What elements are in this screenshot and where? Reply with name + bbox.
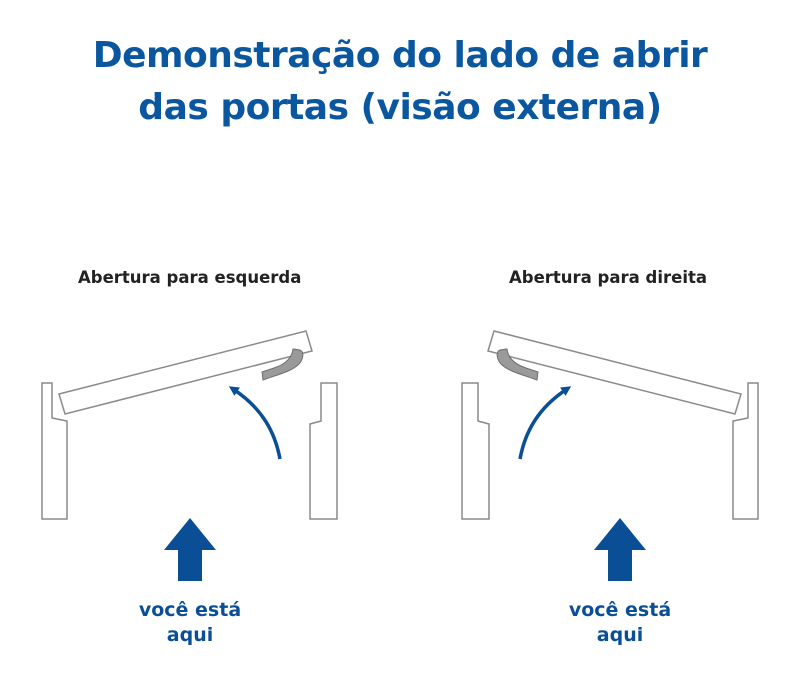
right-you-are-here-label: você está aqui	[520, 598, 720, 648]
left-you-are-here-line-1: você está	[138, 599, 242, 621]
left-panel-label: Abertura para esquerda	[78, 268, 302, 287]
right-door-frame-hinge-jamb	[732, 382, 759, 520]
right-panel-label: Abertura para direita	[509, 268, 707, 287]
left-you-are-here-line-2: aqui	[166, 624, 214, 646]
left-door-frame-strike-jamb	[309, 382, 338, 520]
page-title: Demonstração do lado de abrir das portas…	[0, 30, 800, 134]
left-door-leaf-icon	[58, 330, 313, 415]
left-opening-direction-arrow-icon	[228, 386, 282, 460]
left-door-handle-icon	[261, 348, 304, 381]
left-door-diagram	[41, 330, 338, 581]
title-line-2: das portas (visão externa)	[138, 87, 662, 128]
left-door-frame-hinge-jamb	[41, 382, 68, 520]
left-you-are-here-up-arrow-icon	[164, 518, 216, 581]
right-you-are-here-up-arrow-icon	[594, 518, 646, 581]
right-opening-direction-arrow-icon	[518, 386, 572, 460]
left-you-are-here-label: você está aqui	[90, 598, 290, 648]
title-line-1: Demonstração do lado de abrir	[92, 35, 708, 76]
right-door-handle-icon	[496, 348, 539, 381]
right-you-are-here-line-2: aqui	[596, 624, 644, 646]
right-door-diagram	[461, 330, 759, 581]
right-door-frame-strike-jamb	[461, 382, 490, 520]
right-door-leaf-icon	[487, 330, 742, 415]
right-you-are-here-line-1: você está	[568, 599, 672, 621]
